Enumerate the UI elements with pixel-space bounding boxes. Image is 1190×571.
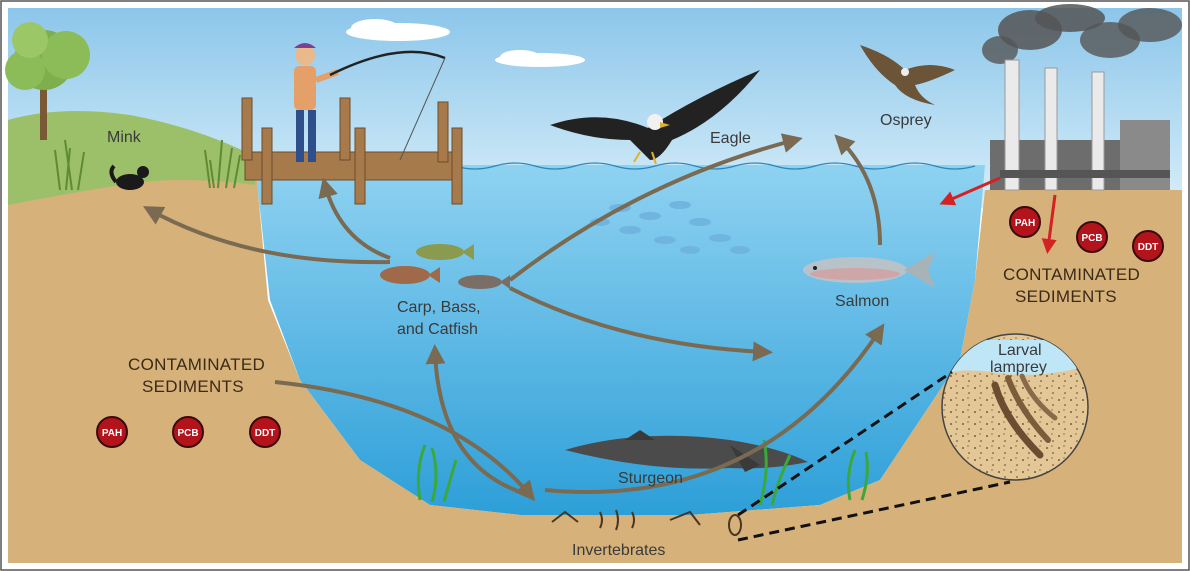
contaminant-badge-right-1: PCB <box>1077 222 1107 252</box>
larval-label-line2: lamprey <box>990 359 1047 376</box>
contaminant-badge-right-2: DDT <box>1133 231 1163 261</box>
mink-label: Mink <box>107 129 142 146</box>
sturgeon-label: Sturgeon <box>618 470 683 487</box>
carp-label-line1: Carp, Bass, <box>397 299 481 316</box>
sediments-left-line1: CONTAMINATED <box>128 355 265 374</box>
svg-text:PAH: PAH <box>1015 218 1035 229</box>
larval-label-line1: Larval <box>998 342 1042 359</box>
contaminant-badge-left-2: DDT <box>250 417 280 447</box>
invertebrates-label: Invertebrates <box>572 542 665 559</box>
contaminant-badge-left-0: PAH <box>97 417 127 447</box>
osprey-label: Osprey <box>880 112 932 129</box>
carp-label-line2: and Catfish <box>397 321 478 338</box>
sediments-right-line2: SEDIMENTS <box>1015 287 1117 306</box>
svg-text:DDT: DDT <box>255 428 276 439</box>
salmon-label: Salmon <box>835 293 889 310</box>
svg-text:PCB: PCB <box>1081 233 1102 244</box>
svg-text:PAH: PAH <box>102 428 122 439</box>
svg-text:DDT: DDT <box>1138 242 1159 253</box>
contaminant-badge-right-0: PAH <box>1010 207 1040 237</box>
contaminant-badge-left-1: PCB <box>173 417 203 447</box>
svg-text:PCB: PCB <box>177 428 198 439</box>
sediments-right-line1: CONTAMINATED <box>1003 265 1140 284</box>
sediments-left-line2: SEDIMENTS <box>142 377 244 396</box>
eagle-label: Eagle <box>710 130 751 147</box>
